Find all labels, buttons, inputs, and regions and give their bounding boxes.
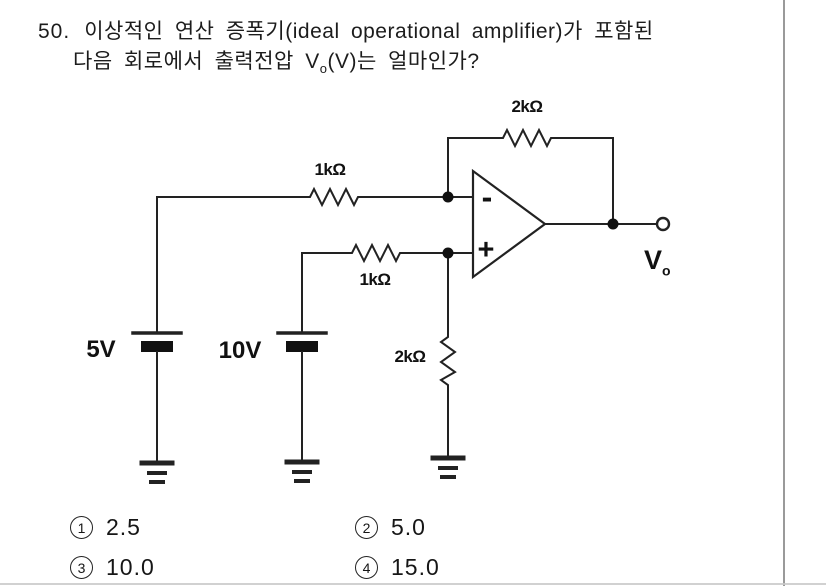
label-feedback-resistor: 2kΩ bbox=[511, 97, 543, 116]
node-noninverting bbox=[442, 247, 454, 259]
label-ground-resistor: 2kΩ bbox=[394, 347, 426, 366]
column-divider-line bbox=[783, 0, 785, 586]
battery-5v-negative-plate bbox=[141, 341, 173, 352]
label-source-10v: 10V bbox=[218, 337, 262, 364]
ground-symbol-5v bbox=[139, 460, 175, 484]
output-terminal bbox=[655, 216, 671, 232]
ground-symbol-10v bbox=[284, 459, 320, 483]
choice-2[interactable]: 2 5.0 bbox=[355, 514, 426, 541]
question-line-2: 다음 회로에서 출력전압 Vo(V)는 얼마인가? bbox=[73, 45, 480, 75]
question-number: 50. bbox=[38, 20, 71, 43]
wire-noninverting-input bbox=[301, 242, 474, 333]
page-bottom-edge bbox=[0, 583, 826, 585]
label-output-voltage-v: V bbox=[644, 245, 663, 275]
choice-3-label: 10.0 bbox=[106, 554, 155, 580]
node-inverting bbox=[442, 191, 454, 203]
choice-1-label: 2.5 bbox=[106, 514, 141, 540]
label-output-voltage-sub: o bbox=[662, 262, 671, 279]
label-output-voltage: Vo bbox=[644, 245, 671, 279]
opamp-noninverting-sign: + bbox=[477, 234, 495, 266]
opamp-triangle bbox=[471, 168, 547, 280]
question-text-line2: 다음 회로에서 출력전압 V bbox=[73, 50, 320, 73]
opamp-inverting-sign: - bbox=[481, 179, 493, 215]
label-source-5v: 5V bbox=[86, 336, 116, 363]
choice-2-marker[interactable]: 2 bbox=[355, 516, 378, 539]
battery-10v-negative-plate bbox=[286, 341, 318, 352]
question-text-line2-tail: (V)는 얼마인가? bbox=[327, 50, 480, 73]
choice-3-marker[interactable]: 3 bbox=[70, 556, 93, 579]
choice-1-marker[interactable]: 1 bbox=[70, 516, 93, 539]
choice-1[interactable]: 1 2.5 bbox=[70, 514, 141, 541]
question-text-line1: 이상적인 연산 증폭기(ideal operational amplifier)… bbox=[84, 20, 654, 43]
ground-symbol-resistor bbox=[430, 455, 466, 479]
choice-4[interactable]: 4 15.0 bbox=[355, 554, 440, 581]
wire-inverting-input bbox=[156, 186, 474, 208]
choice-4-label: 15.0 bbox=[391, 554, 440, 580]
label-noninverting-resistor: 1kΩ bbox=[359, 270, 391, 289]
choice-4-marker[interactable]: 4 bbox=[355, 556, 378, 579]
wire-ground-resistor bbox=[439, 252, 457, 457]
wire-feedback bbox=[447, 127, 614, 224]
choice-3[interactable]: 3 10.0 bbox=[70, 554, 155, 581]
choice-2-label: 5.0 bbox=[391, 514, 426, 540]
vo-subscript: o bbox=[319, 61, 328, 77]
label-inverting-resistor: 1kΩ bbox=[314, 160, 346, 179]
node-output bbox=[607, 218, 619, 230]
question-line-1: 50. 이상적인 연산 증폭기(ideal operational amplifi… bbox=[38, 15, 654, 45]
